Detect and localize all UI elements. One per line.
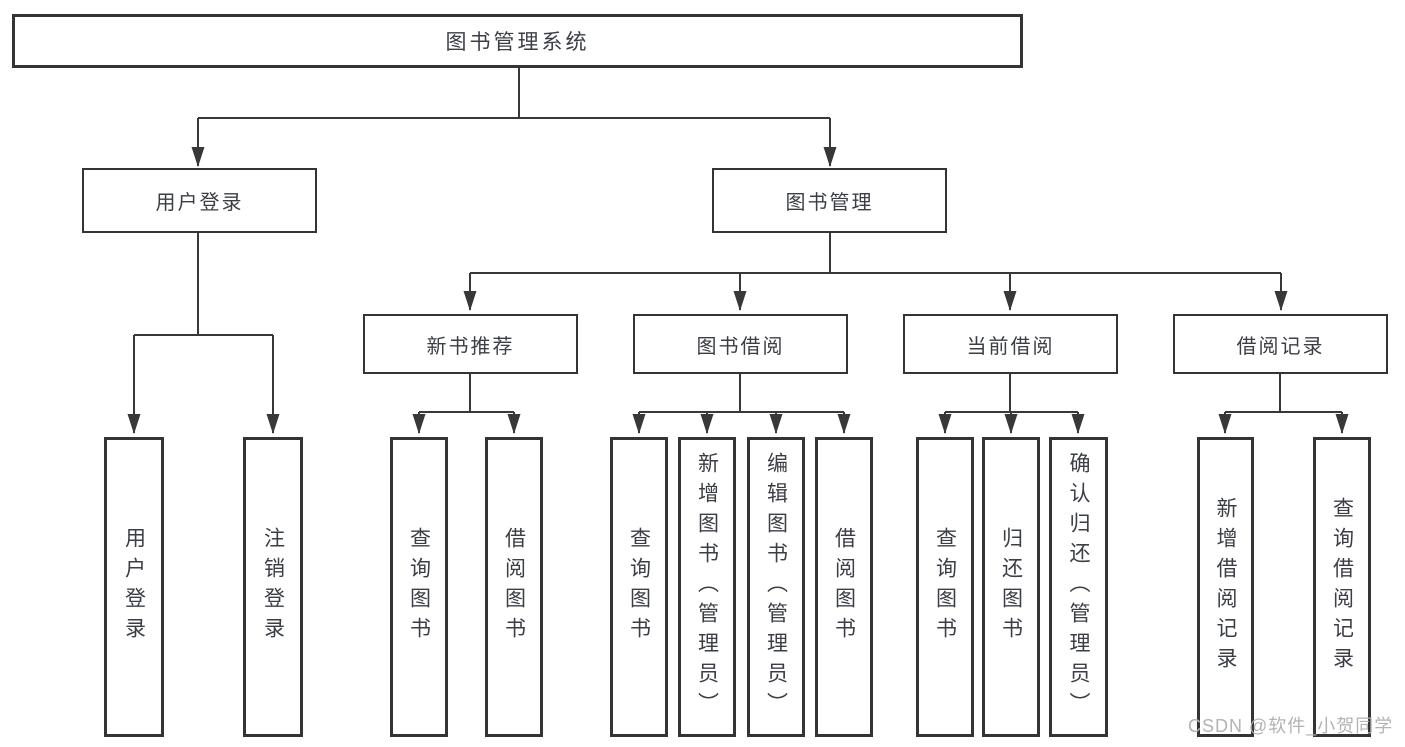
node-label: 查询借阅记录 <box>1330 497 1354 677</box>
node-library-management-system: 图书管理系统 <box>12 14 1023 68</box>
node-label: 借阅记录 <box>1236 335 1325 358</box>
node-label: 归还图书 <box>999 527 1023 647</box>
node-label: 注销登录 <box>261 527 285 647</box>
node-label: 借阅图书 <box>502 527 526 647</box>
node-user-login-group: 用户登录 <box>82 168 317 233</box>
leaf-borrow-books: 借阅图书 <box>815 437 873 737</box>
node-label: 查询图书 <box>407 527 431 647</box>
node-label: 编辑图书（管理员） <box>764 452 788 722</box>
csdn-watermark: CSDN @软件_小贺同学 <box>1188 716 1394 736</box>
leaf-query-books-current: 查询图书 <box>916 437 974 737</box>
leaf-logout: 注销登录 <box>243 437 303 737</box>
node-book-management-group: 图书管理 <box>712 168 947 233</box>
leaf-query-borrow-record: 查询借阅记录 <box>1313 437 1371 737</box>
node-label: 查询图书 <box>933 527 957 647</box>
leaf-confirm-return-admin: 确认归还（管理员） <box>1049 437 1108 737</box>
node-borrow-record: 借阅记录 <box>1173 314 1388 374</box>
node-label: 用户登录 <box>155 192 244 214</box>
node-label: 查询图书 <box>627 527 651 647</box>
leaf-query-books-borrow: 查询图书 <box>610 437 668 737</box>
node-label: 新书推荐 <box>426 335 515 358</box>
leaf-borrow-books-recommend: 借阅图书 <box>485 437 543 737</box>
leaf-add-borrow-record: 新增借阅记录 <box>1197 437 1254 737</box>
node-label: 新增图书（管理员） <box>695 452 719 722</box>
node-label: 确认归还（管理员） <box>1067 452 1090 722</box>
leaf-edit-books-admin: 编辑图书（管理员） <box>747 437 805 737</box>
node-new-book-recommend: 新书推荐 <box>363 314 578 374</box>
node-label: 图书管理 <box>785 192 874 214</box>
leaf-add-books-admin: 新增图书（管理员） <box>678 437 736 737</box>
node-book-borrow: 图书借阅 <box>633 314 848 374</box>
node-current-borrow: 当前借阅 <box>903 314 1118 374</box>
node-label: 图书借阅 <box>696 335 785 358</box>
node-label: 新增借阅记录 <box>1214 497 1237 677</box>
leaf-return-books: 归还图书 <box>982 437 1040 737</box>
node-label: 用户登录 <box>122 527 146 647</box>
leaf-query-books-recommend: 查询图书 <box>390 437 448 737</box>
node-label: 借阅图书 <box>832 527 856 647</box>
leaf-user-login: 用户登录 <box>104 437 164 737</box>
node-label: 当前借阅 <box>966 335 1055 358</box>
node-label: 图书管理系统 <box>445 31 590 54</box>
